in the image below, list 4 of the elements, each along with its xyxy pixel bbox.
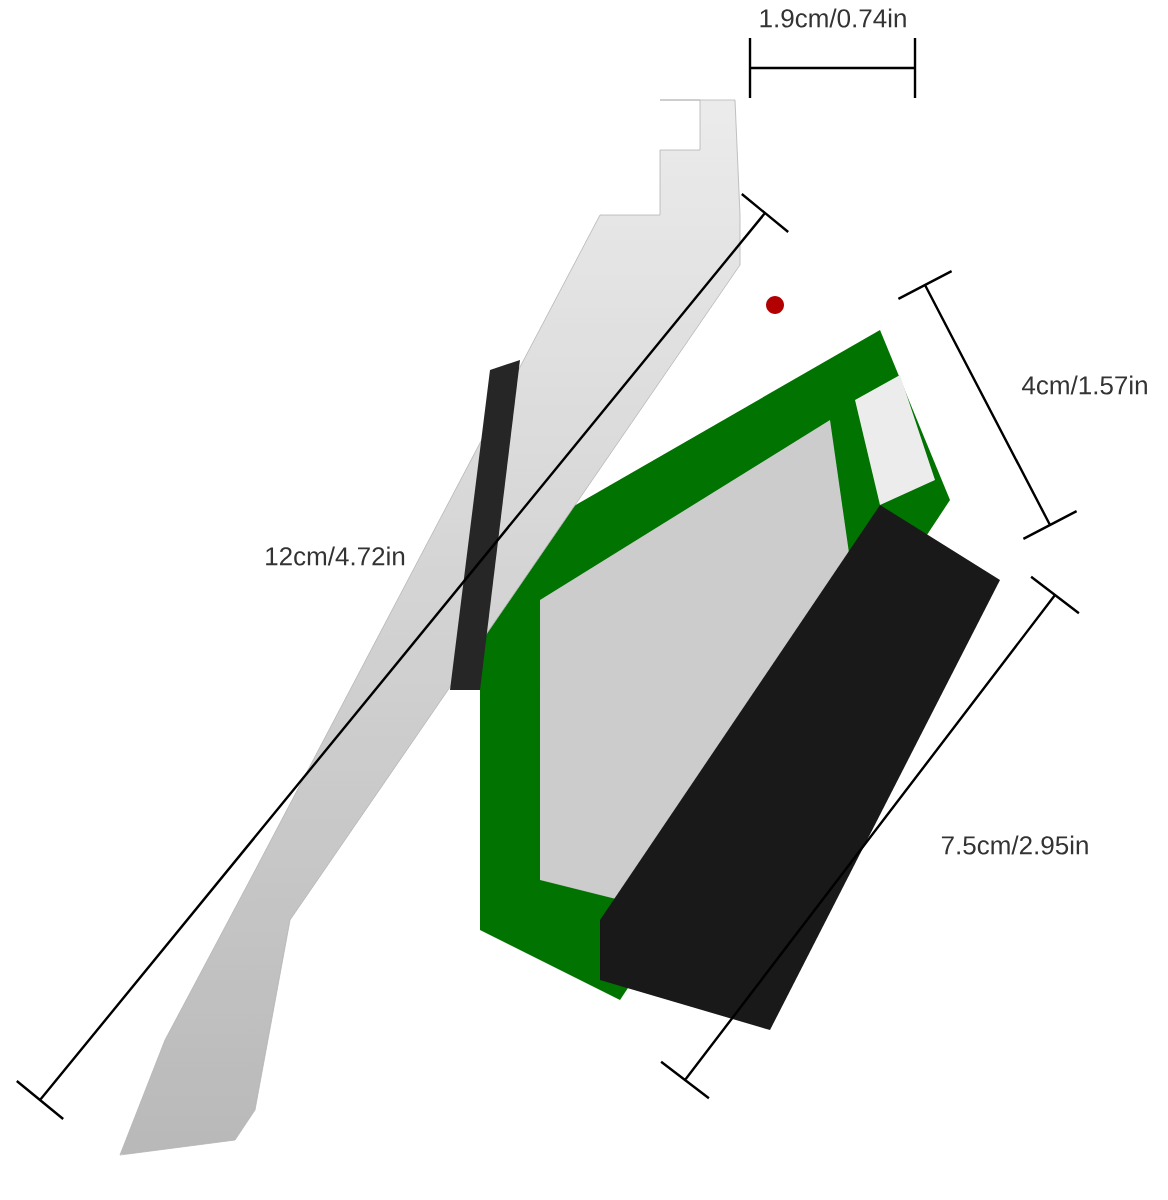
dimension-label: 12cm/4.72in: [266, 546, 405, 566]
dimension-label: 4cm/1.57in: [1022, 375, 1147, 395]
dimension-label: 1.9cm/0.74in: [760, 8, 906, 28]
dimension-label: 7.5cm/2.95in: [941, 835, 1088, 855]
